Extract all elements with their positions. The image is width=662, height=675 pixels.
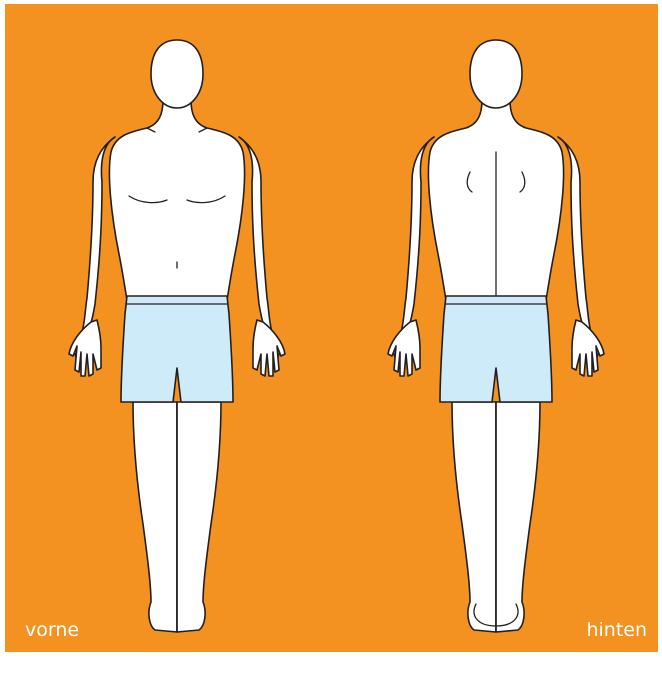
front-shorts bbox=[121, 296, 233, 402]
label-back: hinten bbox=[586, 621, 647, 640]
label-front: vorne bbox=[25, 621, 79, 640]
back-figure bbox=[388, 40, 604, 632]
body-diagram bbox=[5, 4, 658, 652]
front-figure bbox=[69, 40, 285, 632]
body-diagram-panel: vorne hinten bbox=[5, 4, 658, 652]
back-shorts bbox=[440, 296, 552, 402]
